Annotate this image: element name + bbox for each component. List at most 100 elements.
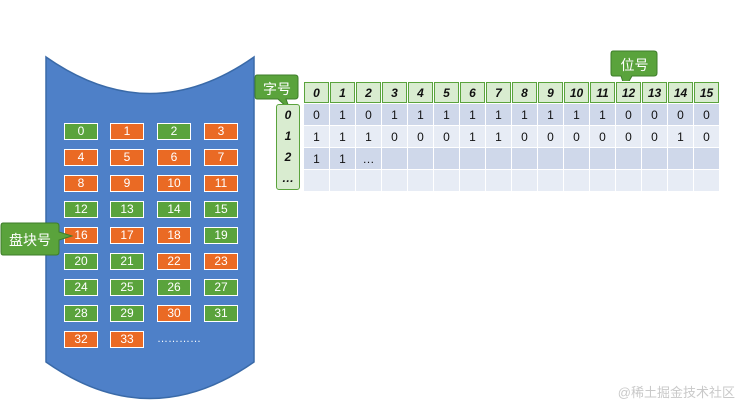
word-index-column: 0 1 2 … [276, 104, 300, 190]
bit-header: 0 [303, 81, 330, 104]
bitmap-cell [433, 147, 460, 170]
disk-block: 3 [204, 123, 238, 140]
disk-body [45, 55, 255, 400]
bitmap-cell [381, 147, 408, 170]
bitmap-cell [667, 169, 694, 192]
bitmap-cell: 1 [303, 147, 330, 170]
bitmap-cell [615, 169, 642, 192]
watermark: @稀土掘金技术社区 [617, 385, 735, 400]
disk-block: 1 [110, 123, 144, 140]
block-number-callout [0, 222, 74, 256]
disk-block: 10 [157, 175, 191, 192]
bitmap-cell: 0 [641, 125, 668, 148]
bitmap-cell [329, 169, 356, 192]
disk-block: 19 [204, 227, 238, 244]
word-number-label: 字号 [263, 81, 291, 97]
bitmap-cell: 1 [433, 103, 460, 126]
bit-header: 10 [563, 81, 590, 104]
disk-block: 27 [204, 279, 238, 296]
bit-header: 13 [641, 81, 668, 104]
bit-header: 1 [329, 81, 356, 104]
bitmap-cell: 1 [537, 103, 564, 126]
bitmap-cell: 1 [407, 103, 434, 126]
bitmap-cell: 0 [407, 125, 434, 148]
disk-block: 7 [204, 149, 238, 166]
bitmap-cell: 0 [693, 125, 720, 148]
disk-block: 31 [204, 305, 238, 322]
bit-header: 2 [355, 81, 382, 104]
bitmap-cell: 1 [459, 125, 486, 148]
bitmap-cell: 0 [641, 103, 668, 126]
bitmap-cell: 1 [485, 125, 512, 148]
bitmap-row [303, 169, 720, 192]
disk-block: 26 [157, 279, 191, 296]
bitmap-cell: 0 [355, 103, 382, 126]
bit-header: 5 [433, 81, 460, 104]
disk-block: 14 [157, 201, 191, 218]
bitmap-cell: 0 [563, 125, 590, 148]
bitmap-cell [615, 147, 642, 170]
bitmap-cell: 1 [485, 103, 512, 126]
bitmap-cell: 1 [667, 125, 694, 148]
bit-header: 9 [537, 81, 564, 104]
bit-header: 4 [407, 81, 434, 104]
bitmap-cell: 1 [329, 103, 356, 126]
bitmap-cell [407, 147, 434, 170]
disk-block: 18 [157, 227, 191, 244]
word-index: 0 [284, 108, 292, 122]
bitmap-cell: 1 [381, 103, 408, 126]
bitmap-cell [641, 169, 668, 192]
disk-block: 11 [204, 175, 238, 192]
bit-header: 8 [511, 81, 538, 104]
bitmap-cell: 0 [615, 125, 642, 148]
bitmap-cell: 0 [303, 103, 330, 126]
bitmap-cell: 0 [511, 125, 538, 148]
disk-block: 24 [64, 279, 98, 296]
disk-block: 29 [110, 305, 144, 322]
disk-block: 21 [110, 253, 144, 270]
blocks-ellipsis: ………… [157, 333, 201, 345]
disk-block: 4 [64, 149, 98, 166]
word-index: 2 [284, 150, 292, 164]
bitmap-cell: 1 [589, 103, 616, 126]
bitmap-cell [563, 147, 590, 170]
bit-header: 12 [615, 81, 642, 104]
disk-block: 15 [204, 201, 238, 218]
disk-block: 12 [64, 201, 98, 218]
bit-header: 15 [693, 81, 720, 104]
bitmap-cell [355, 169, 382, 192]
bitmap-cell [511, 147, 538, 170]
bitmap-cell: 0 [537, 125, 564, 148]
bitmap-cell: 0 [589, 125, 616, 148]
disk-block: 13 [110, 201, 144, 218]
disk-block: 9 [110, 175, 144, 192]
bitmap-cell: 1 [511, 103, 538, 126]
bitmap-cell [589, 147, 616, 170]
bitmap-cell: 1 [563, 103, 590, 126]
bitmap-cell: … [355, 147, 382, 170]
bitmap-cell: 1 [355, 125, 382, 148]
bit-header: 11 [589, 81, 616, 104]
disk-block: 8 [64, 175, 98, 192]
block-number-label: 盘块号 [9, 232, 51, 248]
bitmap-cell [589, 169, 616, 192]
disk-block: 25 [110, 279, 144, 296]
bitmap-cell [537, 147, 564, 170]
bit-header: 14 [667, 81, 694, 104]
bitmap-cell: 0 [381, 125, 408, 148]
disk-block: 20 [64, 253, 98, 270]
bitmap-cell: 0 [667, 103, 694, 126]
bit-header: 7 [485, 81, 512, 104]
bitmap-cell [667, 147, 694, 170]
bitmap-cell: 1 [303, 125, 330, 148]
bitmap-cell [407, 169, 434, 192]
word-index: … [282, 171, 294, 185]
bitmap-cell [641, 147, 668, 170]
disk-block: 23 [204, 253, 238, 270]
bit-header-row: 0 1 2 3 4 5 6 7 8 9 10 11 12 13 14 15 [303, 81, 720, 104]
disk-block: 6 [157, 149, 191, 166]
disk-block: 2 [157, 123, 191, 140]
disk-cylinder [45, 55, 255, 400]
